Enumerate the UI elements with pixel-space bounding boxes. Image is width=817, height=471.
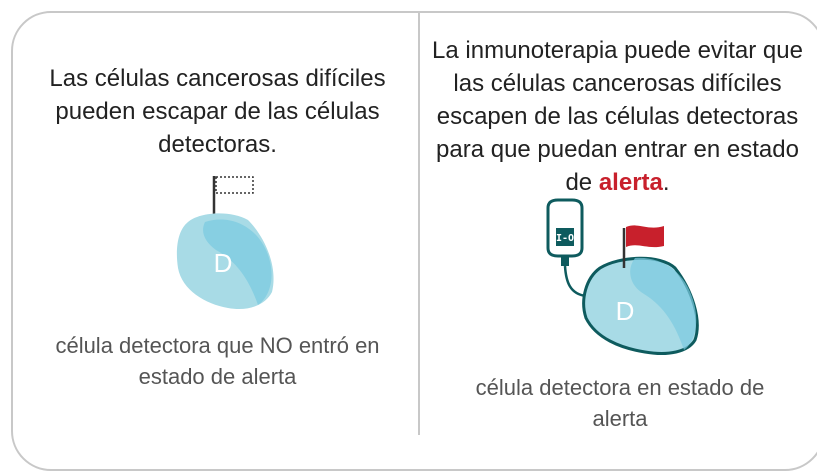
- cell-letter: D: [214, 248, 233, 278]
- iv-bag-label-box: [556, 228, 574, 246]
- iv-tube: [563, 265, 587, 298]
- left-cell-illustration: D: [176, 176, 274, 310]
- right-statement-end: .: [662, 169, 670, 196]
- red-alert-flag-icon: [626, 225, 664, 248]
- right-cell-illustration: I-O D: [546, 198, 699, 355]
- cell-shading: [630, 257, 697, 350]
- alert-highlight: alerta: [598, 169, 663, 196]
- cell-letter: D: [616, 296, 635, 326]
- panel-divider: [418, 12, 420, 435]
- left-statement: Las células cancerosas difíciles pueden …: [49, 65, 386, 158]
- iv-drip-chamber: [561, 256, 569, 266]
- illustrations: D I-O D: [176, 176, 699, 355]
- right-statement-main: La inmunoterapia puede evitar que las cé…: [432, 37, 803, 196]
- diagram-frame: [11, 11, 817, 471]
- iv-bag-label: I-O: [556, 233, 574, 244]
- dotted-flag-icon: [215, 176, 254, 194]
- right-caption: célula detectora en estado de alerta: [475, 375, 765, 431]
- right-statement: La inmunoterapia puede evitar que las cé…: [425, 34, 810, 199]
- left-caption: célula detectora que NO entró en estado …: [55, 333, 380, 389]
- cell-shading: [203, 219, 272, 305]
